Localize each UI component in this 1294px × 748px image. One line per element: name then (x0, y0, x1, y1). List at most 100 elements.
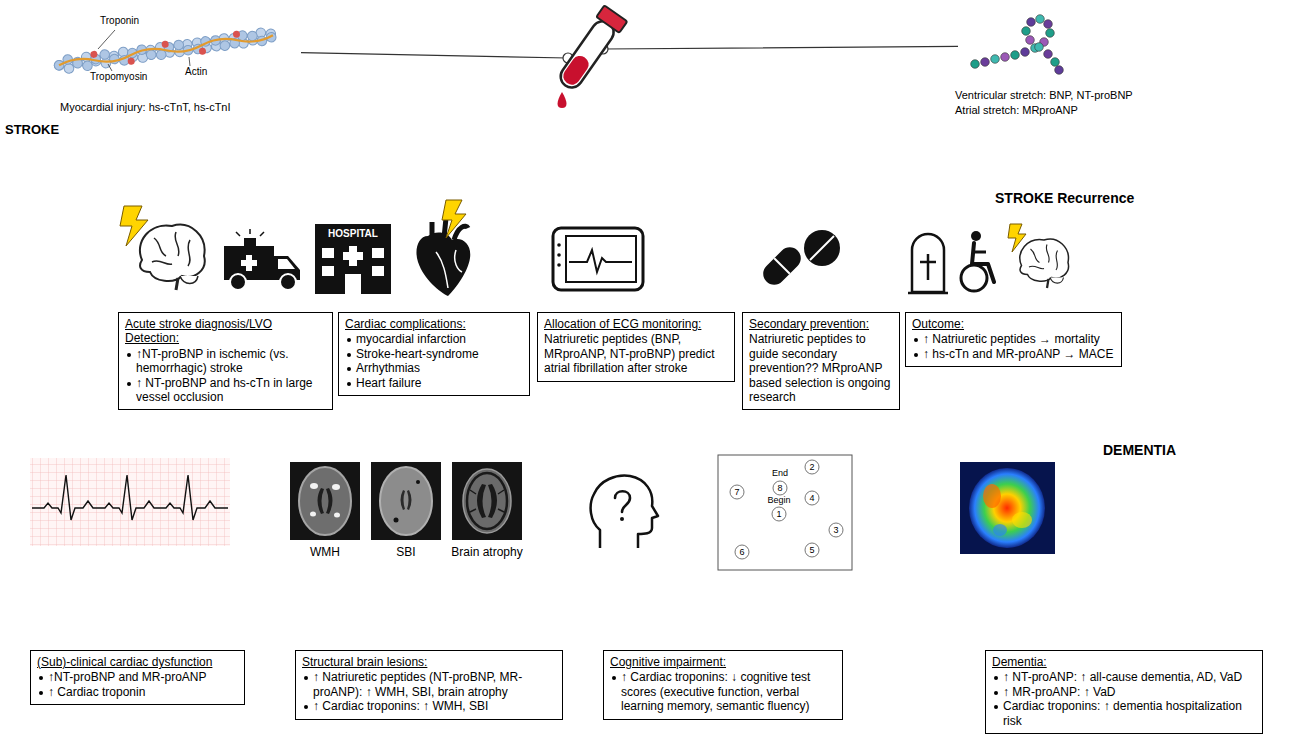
text-row: ↑ Cardiac troponin (37, 685, 238, 699)
ecg-strip (30, 458, 230, 546)
leader-line (189, 57, 190, 66)
text-row: Outcome: (912, 317, 1115, 331)
trail-making-test (730, 460, 843, 559)
myofilament-oval-outline (36, 5, 300, 95)
myofilament-illustration (127, 57, 135, 65)
connector-line (301, 46, 958, 58)
box-heading: (Sub)-clinical cardiac dysfunction (37, 655, 212, 669)
box-heading: Allocation of ECG monitoring: (544, 317, 701, 331)
monitor-icon (569, 250, 632, 272)
section-heading: STROKE (5, 122, 59, 138)
lightning-bolt (1008, 224, 1026, 252)
monitor-icon (545, 215, 651, 297)
myofilament-illustration (58, 26, 275, 75)
text-row: Heart failure (345, 376, 523, 390)
myofilament-illustration (59, 32, 274, 69)
myofilament-illustration (161, 40, 169, 48)
marker-caption: Ventricular stretch: BNP, NT-proBNP (955, 89, 1133, 102)
image-label: SBI (396, 546, 415, 558)
pills-icon (774, 258, 790, 274)
hospital-icon (322, 248, 334, 258)
myofilament-illustration (199, 47, 207, 55)
mri-scan (452, 462, 522, 540)
monitor-icon (557, 243, 561, 247)
brain-icon (1050, 278, 1064, 284)
mri-scan (380, 467, 432, 535)
trail-making-test (773, 481, 787, 495)
box-text: ↑ Cardiac troponin (48, 685, 145, 699)
leader-line (98, 30, 115, 49)
text-row: ↑ Cardiac troponins: ↑ WMH, SBI (302, 699, 556, 713)
brain-icon (1029, 245, 1058, 271)
text-row: ↑ hs-cTn and MR-proANP → MACE (912, 347, 1115, 361)
bullet-dot (994, 691, 998, 695)
peptide-chain (1027, 18, 1036, 27)
mri-scan (310, 512, 316, 517)
peptide-chain (981, 58, 990, 67)
wheelchair-icon (955, 222, 1003, 296)
myofilament-illustration (58, 31, 273, 70)
peptide-chain (991, 55, 1000, 64)
wheelchair-icon (971, 231, 981, 241)
blood-tube-icon (596, 5, 627, 33)
brain-icon (176, 278, 178, 290)
peptide-chain (1036, 15, 1045, 24)
mri-scan (326, 488, 333, 514)
box-text: myocardial infarction (356, 332, 466, 346)
mri-scan (488, 484, 497, 518)
box-text: ↑ NT-proANP: ↑ all-cause dementia, AD, V… (1003, 670, 1242, 684)
finding-box: Structural brain lesions:↑ Natriuretic p… (295, 650, 563, 720)
brain-icon (1047, 279, 1049, 288)
grave-icon (908, 292, 948, 295)
peptide-oval-outline (959, 6, 1081, 86)
monitor-icon (553, 228, 643, 290)
text-row: (Sub)-clinical cardiac dysfunction (37, 655, 238, 669)
mri-scan (332, 484, 340, 490)
sign-text: HOSPITAL (328, 229, 378, 239)
peptide-chain (1026, 36, 1035, 45)
peptide-chain (1044, 50, 1053, 59)
trail-number: 5 (809, 546, 814, 555)
pills-icon (804, 230, 840, 266)
myofilament-oval-outline (35, 4, 301, 96)
mri-scan (299, 467, 351, 535)
box-heading: Secondary prevention: (749, 317, 869, 331)
peptide-chain (1044, 20, 1053, 29)
ambulance-icon (236, 229, 264, 236)
bullet-dot (127, 353, 131, 357)
finding-box: Allocation of ECG monitoring:Natriuretic… (537, 312, 735, 382)
peptide-chain (1051, 58, 1060, 67)
ambulance-icon (244, 238, 256, 246)
box-text: ↑ Natriuretic peptides → mortality (923, 332, 1100, 346)
peptide-oval: Ventricular stretch: BNP, NT-proBNPAtria… (958, 5, 1082, 87)
head-icon (615, 491, 630, 512)
hospital-icon (372, 248, 384, 258)
box-text: Heart failure (356, 376, 421, 390)
box-text: ↑ NT-proBNP and hs-cTn in large vessel o… (136, 376, 313, 404)
heart-icon (408, 212, 474, 298)
peptide-chain (1046, 29, 1055, 38)
trail-making-test (730, 485, 744, 499)
box-text: ↑ Cardiac troponins: ↑ WMH, SBI (313, 699, 488, 713)
grave-icon (912, 234, 944, 292)
wheelchair-icon (972, 251, 986, 254)
heart-icon (408, 212, 474, 298)
lightning-bolt (120, 206, 148, 246)
box-text: ↑NT-proBNP in ischemic (vs. hemorrhagic)… (136, 347, 288, 375)
text-row: Structural brain lesions: (302, 655, 556, 669)
trail-making-test (805, 543, 819, 557)
monitor-icon (557, 263, 561, 267)
dementia-timeline-arrow-outline (5, 420, 1292, 648)
hospital-icon (345, 274, 361, 294)
pills-icon (810, 236, 834, 260)
image-label: Brain atrophy (451, 546, 522, 558)
text-row: myocardial infarction (345, 332, 523, 346)
leader-line (108, 64, 112, 71)
bullet-dot (994, 676, 998, 680)
box-text: ↑ hs-cTn and MR-proANP → MACE (923, 347, 1114, 361)
myofilament-illustration (58, 31, 273, 70)
myofilament-illustration (233, 30, 241, 38)
box-text: ↑ Natriuretic peptides (NT-proBNP, MR-pr… (313, 670, 522, 698)
text-row: ↑ Natriuretic peptides (NT-proBNP, MR-pr… (302, 670, 556, 699)
text-row: ↑ NT-proBNP and hs-cTn in large vessel o… (125, 376, 326, 405)
